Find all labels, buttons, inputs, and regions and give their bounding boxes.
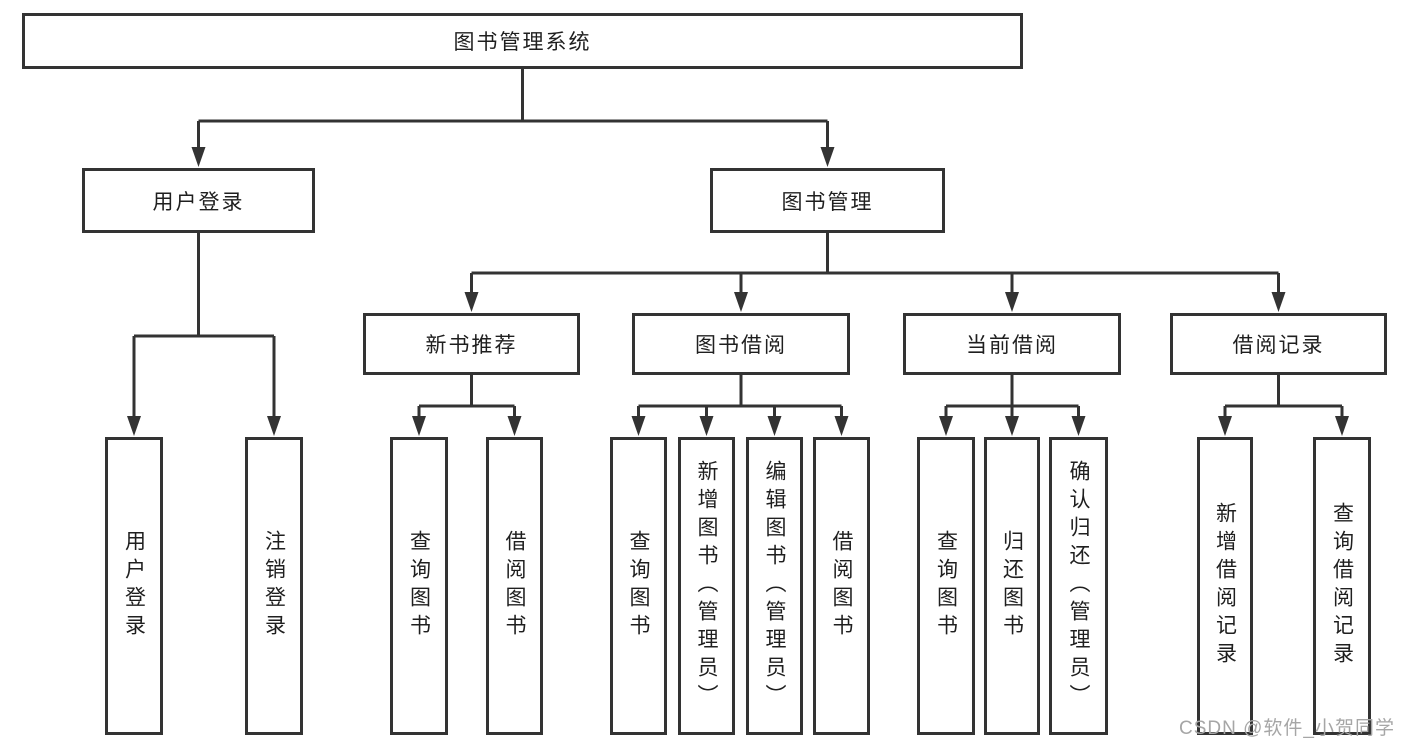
- node-borrow-records-label: 借阅记录: [1232, 334, 1325, 357]
- node-current-borrow: 当前借阅: [903, 313, 1121, 375]
- leaf-records-add-borrow-record-label: 新增借阅记录: [1213, 502, 1237, 670]
- leaf-recommend-borrow-books: 借阅图书: [486, 437, 543, 735]
- leaf-recommend-query-books: 查询图书: [390, 437, 448, 735]
- leaf-borrow-add-books-admin-label: 新增图书（管理员）: [695, 460, 718, 712]
- node-root-library-system: 图书管理系统: [22, 13, 1023, 69]
- leaf-borrow-borrow-books-label: 借阅图书: [830, 530, 853, 642]
- leaf-records-query-borrow-record-label: 查询借阅记录: [1330, 502, 1354, 670]
- node-user-login: 用户登录: [82, 168, 315, 233]
- leaf-current-query-books: 查询图书: [917, 437, 975, 735]
- node-book-management: 图书管理: [710, 168, 945, 233]
- leaf-recommend-query-books-label: 查询图书: [407, 530, 431, 642]
- leaf-borrow-edit-books-admin-label: 编辑图书（管理员）: [763, 460, 786, 712]
- node-book-borrow-label: 图书借阅: [695, 334, 787, 357]
- leaf-borrow-edit-books-admin: 编辑图书（管理员）: [746, 437, 803, 735]
- leaf-borrow-borrow-books: 借阅图书: [813, 437, 870, 735]
- leaf-recommend-borrow-books-label: 借阅图书: [503, 530, 526, 642]
- node-current-borrow-label: 当前借阅: [966, 334, 1058, 357]
- arrowheads: [127, 147, 1349, 436]
- leaf-current-confirm-return-admin: 确认归还（管理员）: [1049, 437, 1108, 735]
- leaf-current-query-books-label: 查询图书: [934, 530, 958, 642]
- node-book-borrow: 图书借阅: [632, 313, 850, 375]
- leaf-current-return-books: 归还图书: [984, 437, 1040, 735]
- leaf-current-confirm-return-admin-label: 确认归还（管理员）: [1067, 460, 1090, 712]
- leaf-borrow-add-books-admin: 新增图书（管理员）: [678, 437, 735, 735]
- leaf-records-add-borrow-record: 新增借阅记录: [1197, 437, 1253, 735]
- node-new-book-recommend: 新书推荐: [363, 313, 580, 375]
- leaf-borrow-query-books-label: 查询图书: [627, 530, 650, 642]
- node-root-label: 图书管理系统: [453, 31, 592, 54]
- leaf-logout-login-label: 注销登录: [262, 530, 286, 642]
- leaf-current-return-books-label: 归还图书: [1000, 530, 1024, 642]
- leaf-borrow-query-books: 查询图书: [610, 437, 667, 735]
- node-user-login-label: 用户登录: [152, 190, 245, 214]
- node-borrow-records: 借阅记录: [1170, 313, 1387, 375]
- node-new-book-recommend-label: 新书推荐: [425, 334, 518, 357]
- leaf-records-query-borrow-record: 查询借阅记录: [1313, 437, 1371, 735]
- leaf-user-login-label: 用户登录: [122, 530, 146, 642]
- csdn-watermark: CSDN @软件_小贺同学: [1179, 718, 1395, 739]
- node-book-management-label: 图书管理: [781, 190, 874, 214]
- leaf-logout-login: 注销登录: [245, 437, 303, 735]
- leaf-user-login: 用户登录: [105, 437, 163, 735]
